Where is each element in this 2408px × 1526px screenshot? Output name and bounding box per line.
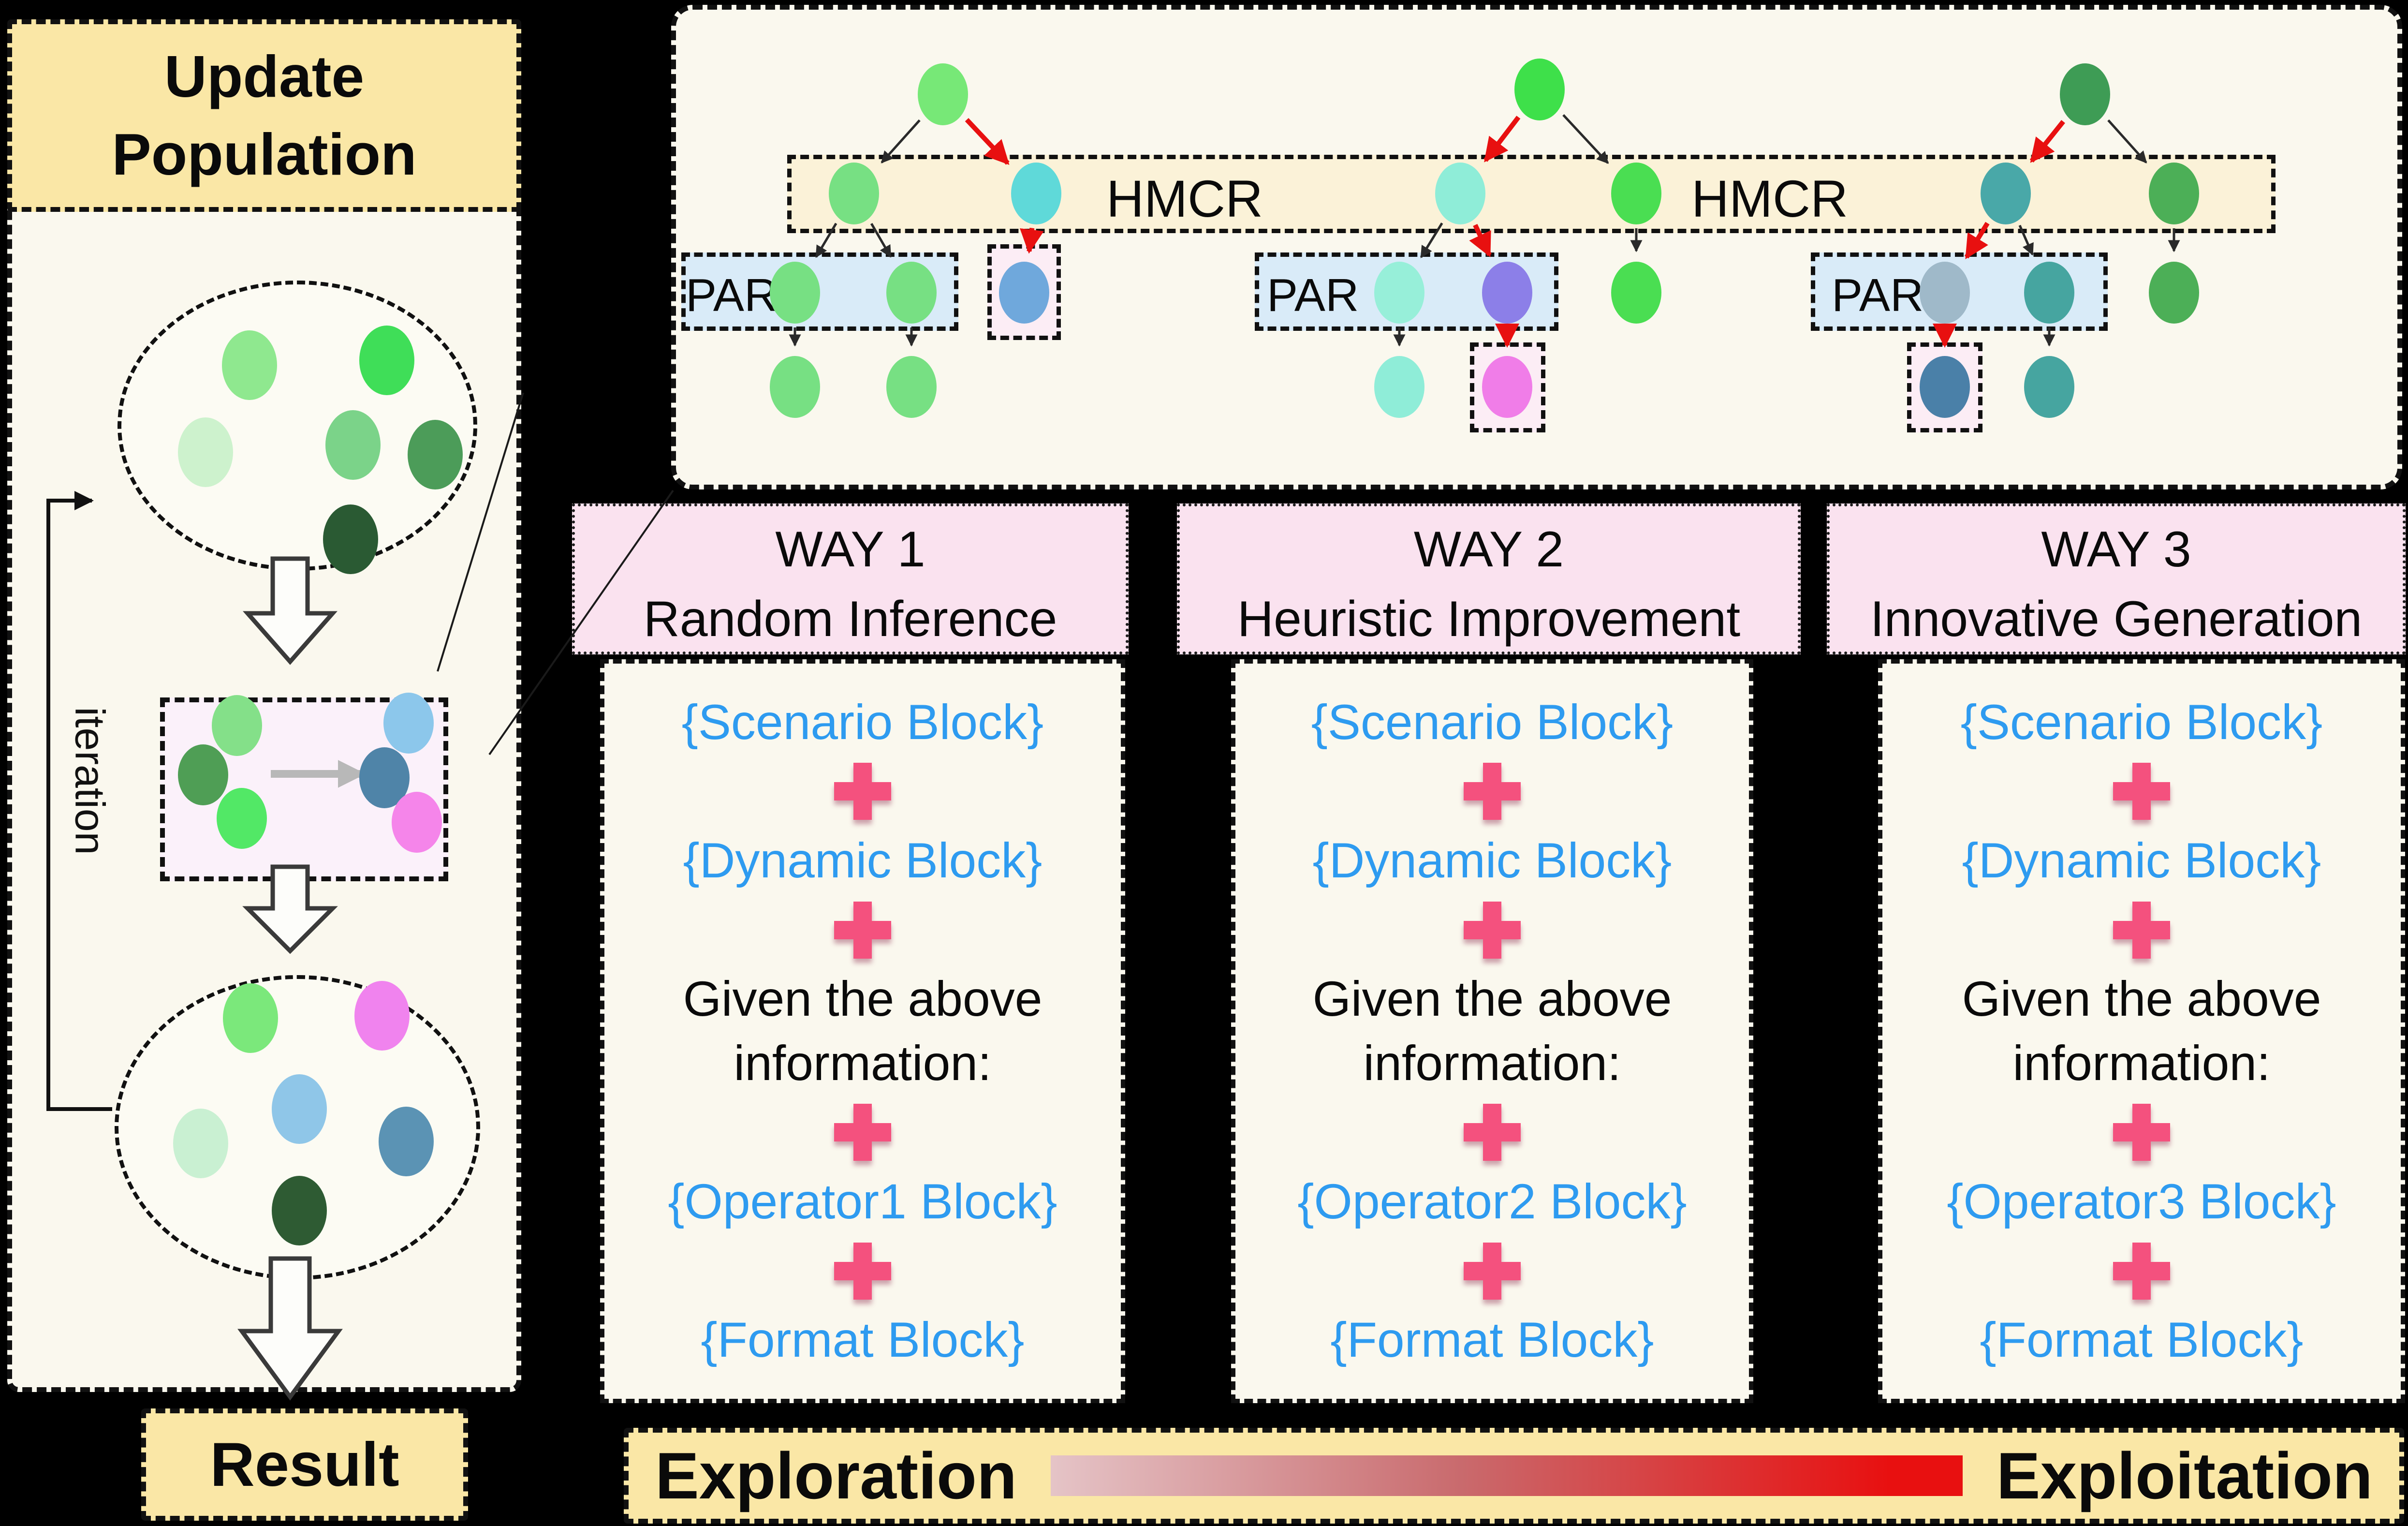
plus-icon [834, 1104, 891, 1161]
exploration-label: Exploration [655, 1439, 1017, 1512]
plus-icon [2113, 763, 2170, 820]
way2-subtitle: Heuristic Improvement [1237, 591, 1741, 647]
par-label: PAR [1832, 269, 1924, 321]
par-label: PAR [686, 269, 778, 321]
way2-prompt-stack: {Scenario Block} {Dynamic Block} Given t… [1231, 659, 1753, 1403]
result-box: Result [141, 1408, 468, 1521]
operator-block: {Operator2 Block} [1297, 1174, 1687, 1230]
plus-icon [1464, 901, 1521, 959]
format-block: {Format Block} [1980, 1312, 2304, 1368]
hmcr-label: HMCR [1691, 169, 1848, 228]
way3-title: WAY 3 [2041, 521, 2191, 578]
update-population-title: Update Population [7, 19, 521, 212]
way3-subtitle: Innovative Generation [1870, 591, 2363, 647]
way3-header: WAY 3 Innovative Generation [1827, 504, 2406, 654]
scenario-block: {Scenario Block} [1960, 695, 2323, 750]
update-population-panel: iteration [7, 19, 521, 1392]
exploitation-label: Exploitation [1996, 1439, 2373, 1512]
iteration-label: iteration [66, 707, 113, 855]
dynamic-block: {Dynamic Block} [683, 833, 1042, 889]
population-ellipse-initial [117, 281, 477, 571]
way2-title: WAY 2 [1413, 521, 1564, 578]
mutated-node-box-tree2 [1470, 342, 1545, 432]
operator-block: {Operator3 Block} [1947, 1174, 2336, 1230]
operation-box [160, 697, 448, 881]
way1-prompt-stack: {Scenario Block} {Dynamic Block} Given t… [600, 659, 1125, 1403]
population-ellipse-updated [115, 975, 480, 1280]
mutated-node-box-tree1 [987, 244, 1061, 340]
scenario-block: {Scenario Block} [681, 695, 1044, 750]
dynamic-block: {Dynamic Block} [1962, 833, 2321, 889]
way3-prompt-stack: {Scenario Block} {Dynamic Block} Given t… [1878, 659, 2405, 1403]
plus-icon [1464, 763, 1521, 820]
plus-icon [1464, 1104, 1521, 1161]
operator-block: {Operator1 Block} [668, 1174, 1057, 1230]
plus-icon [2113, 901, 2170, 959]
exploration-exploitation-gradient [1051, 1455, 1963, 1496]
instruction-text: Given the above information: [1312, 971, 1672, 1091]
plus-icon [834, 1242, 891, 1300]
plus-icon [834, 901, 891, 959]
plus-icon [1464, 1242, 1521, 1300]
plus-icon [2113, 1242, 2170, 1300]
plus-icon [834, 763, 891, 820]
way1-title: WAY 1 [775, 521, 925, 578]
exploration-exploitation-bar: Exploration Exploitation [624, 1428, 2404, 1524]
plus-icon [2113, 1104, 2170, 1161]
par-label: PAR [1267, 269, 1359, 321]
scenario-block: {Scenario Block} [1311, 695, 1674, 750]
format-block: {Format Block} [701, 1312, 1025, 1368]
mutated-node-box-tree3 [1907, 342, 1982, 432]
hmcr-label: HMCR [1106, 169, 1263, 228]
hmcr-band [787, 155, 2276, 233]
instruction-text: Given the above information: [1962, 971, 2321, 1091]
dynamic-block: {Dynamic Block} [1312, 833, 1672, 889]
way1-subtitle: Random Inference [643, 591, 1057, 647]
way2-header: WAY 2 Heuristic Improvement [1177, 504, 1801, 654]
way1-header: WAY 1 Random Inference [572, 504, 1129, 654]
instruction-text: Given the above information: [683, 971, 1042, 1091]
format-block: {Format Block} [1330, 1312, 1654, 1368]
